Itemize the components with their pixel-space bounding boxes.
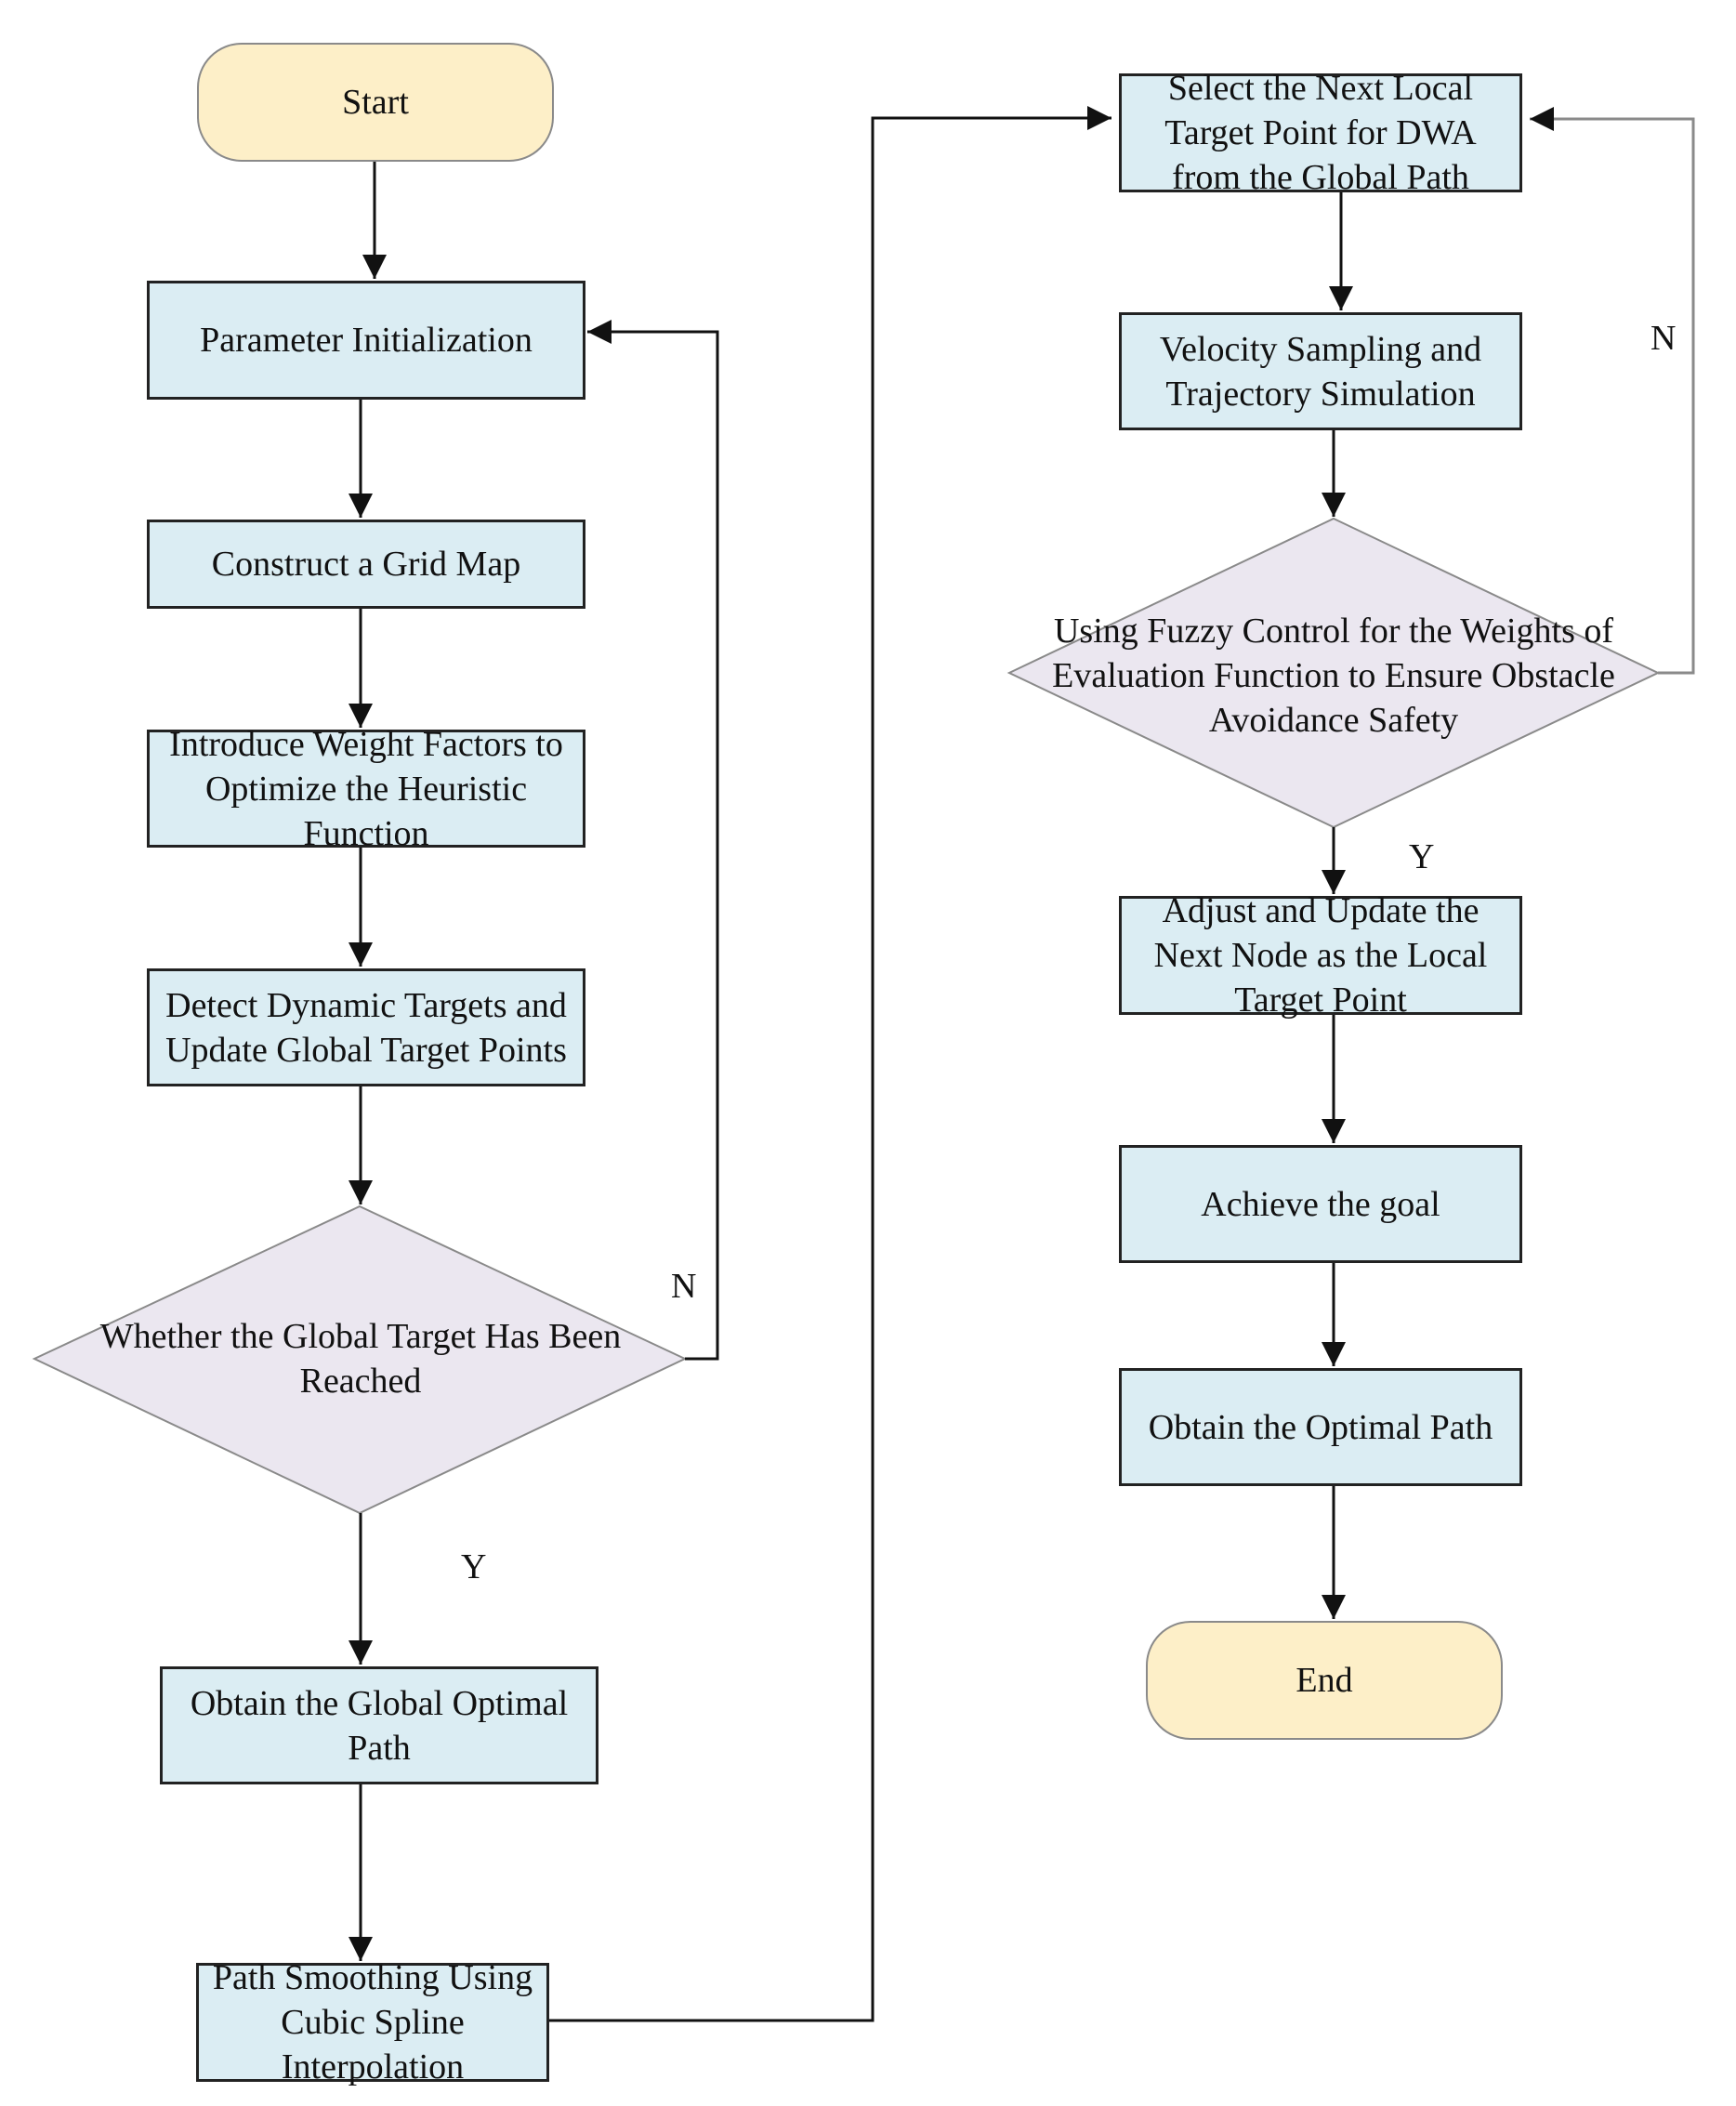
branch-label-left-no: N xyxy=(671,1267,697,1306)
global-optimal-path-box: Obtain the Global Optimal Path xyxy=(160,1666,598,1784)
parameter-initialization-box: Parameter Initialization xyxy=(147,281,585,400)
end-terminal: End xyxy=(1146,1621,1503,1740)
connector-fuzzy-no-loop xyxy=(1530,107,1695,675)
global-target-reached-decision: Whether the Global Target Has Been Reach… xyxy=(99,1317,622,1401)
connector-smoothing-to-select xyxy=(549,106,1111,2022)
construct-grid-map-box: Construct a Grid Map xyxy=(147,520,585,609)
start-terminal: Start xyxy=(197,43,554,162)
branch-label-right-yes: Y xyxy=(1409,837,1435,876)
select-local-target-box: Select the Next Local Target Point for D… xyxy=(1119,69,1522,197)
fuzzy-control-decision: Using Fuzzy Control for the Weights of E… xyxy=(1052,612,1615,740)
achieve-goal-box: Achieve the goal xyxy=(1119,1145,1522,1263)
velocity-sampling-box: Velocity Sampling and Trajectory Simulat… xyxy=(1119,312,1522,430)
path-smoothing-box: Path Smoothing Using Cubic Spline Interp… xyxy=(196,1958,549,2086)
obtain-optimal-path-box: Obtain the Optimal Path xyxy=(1119,1368,1522,1486)
weight-factors-box: Introduce Weight Factors to Optimize the… xyxy=(147,725,585,853)
branch-label-right-no: N xyxy=(1651,319,1677,358)
connector-decision-no-loop xyxy=(587,320,719,1361)
detect-dynamic-targets-box: Detect Dynamic Targets and Update Global… xyxy=(147,968,585,1086)
adjust-update-node-box: Adjust and Update the Next Node as the L… xyxy=(1119,891,1522,1020)
branch-label-left-yes: Y xyxy=(461,1547,487,1586)
